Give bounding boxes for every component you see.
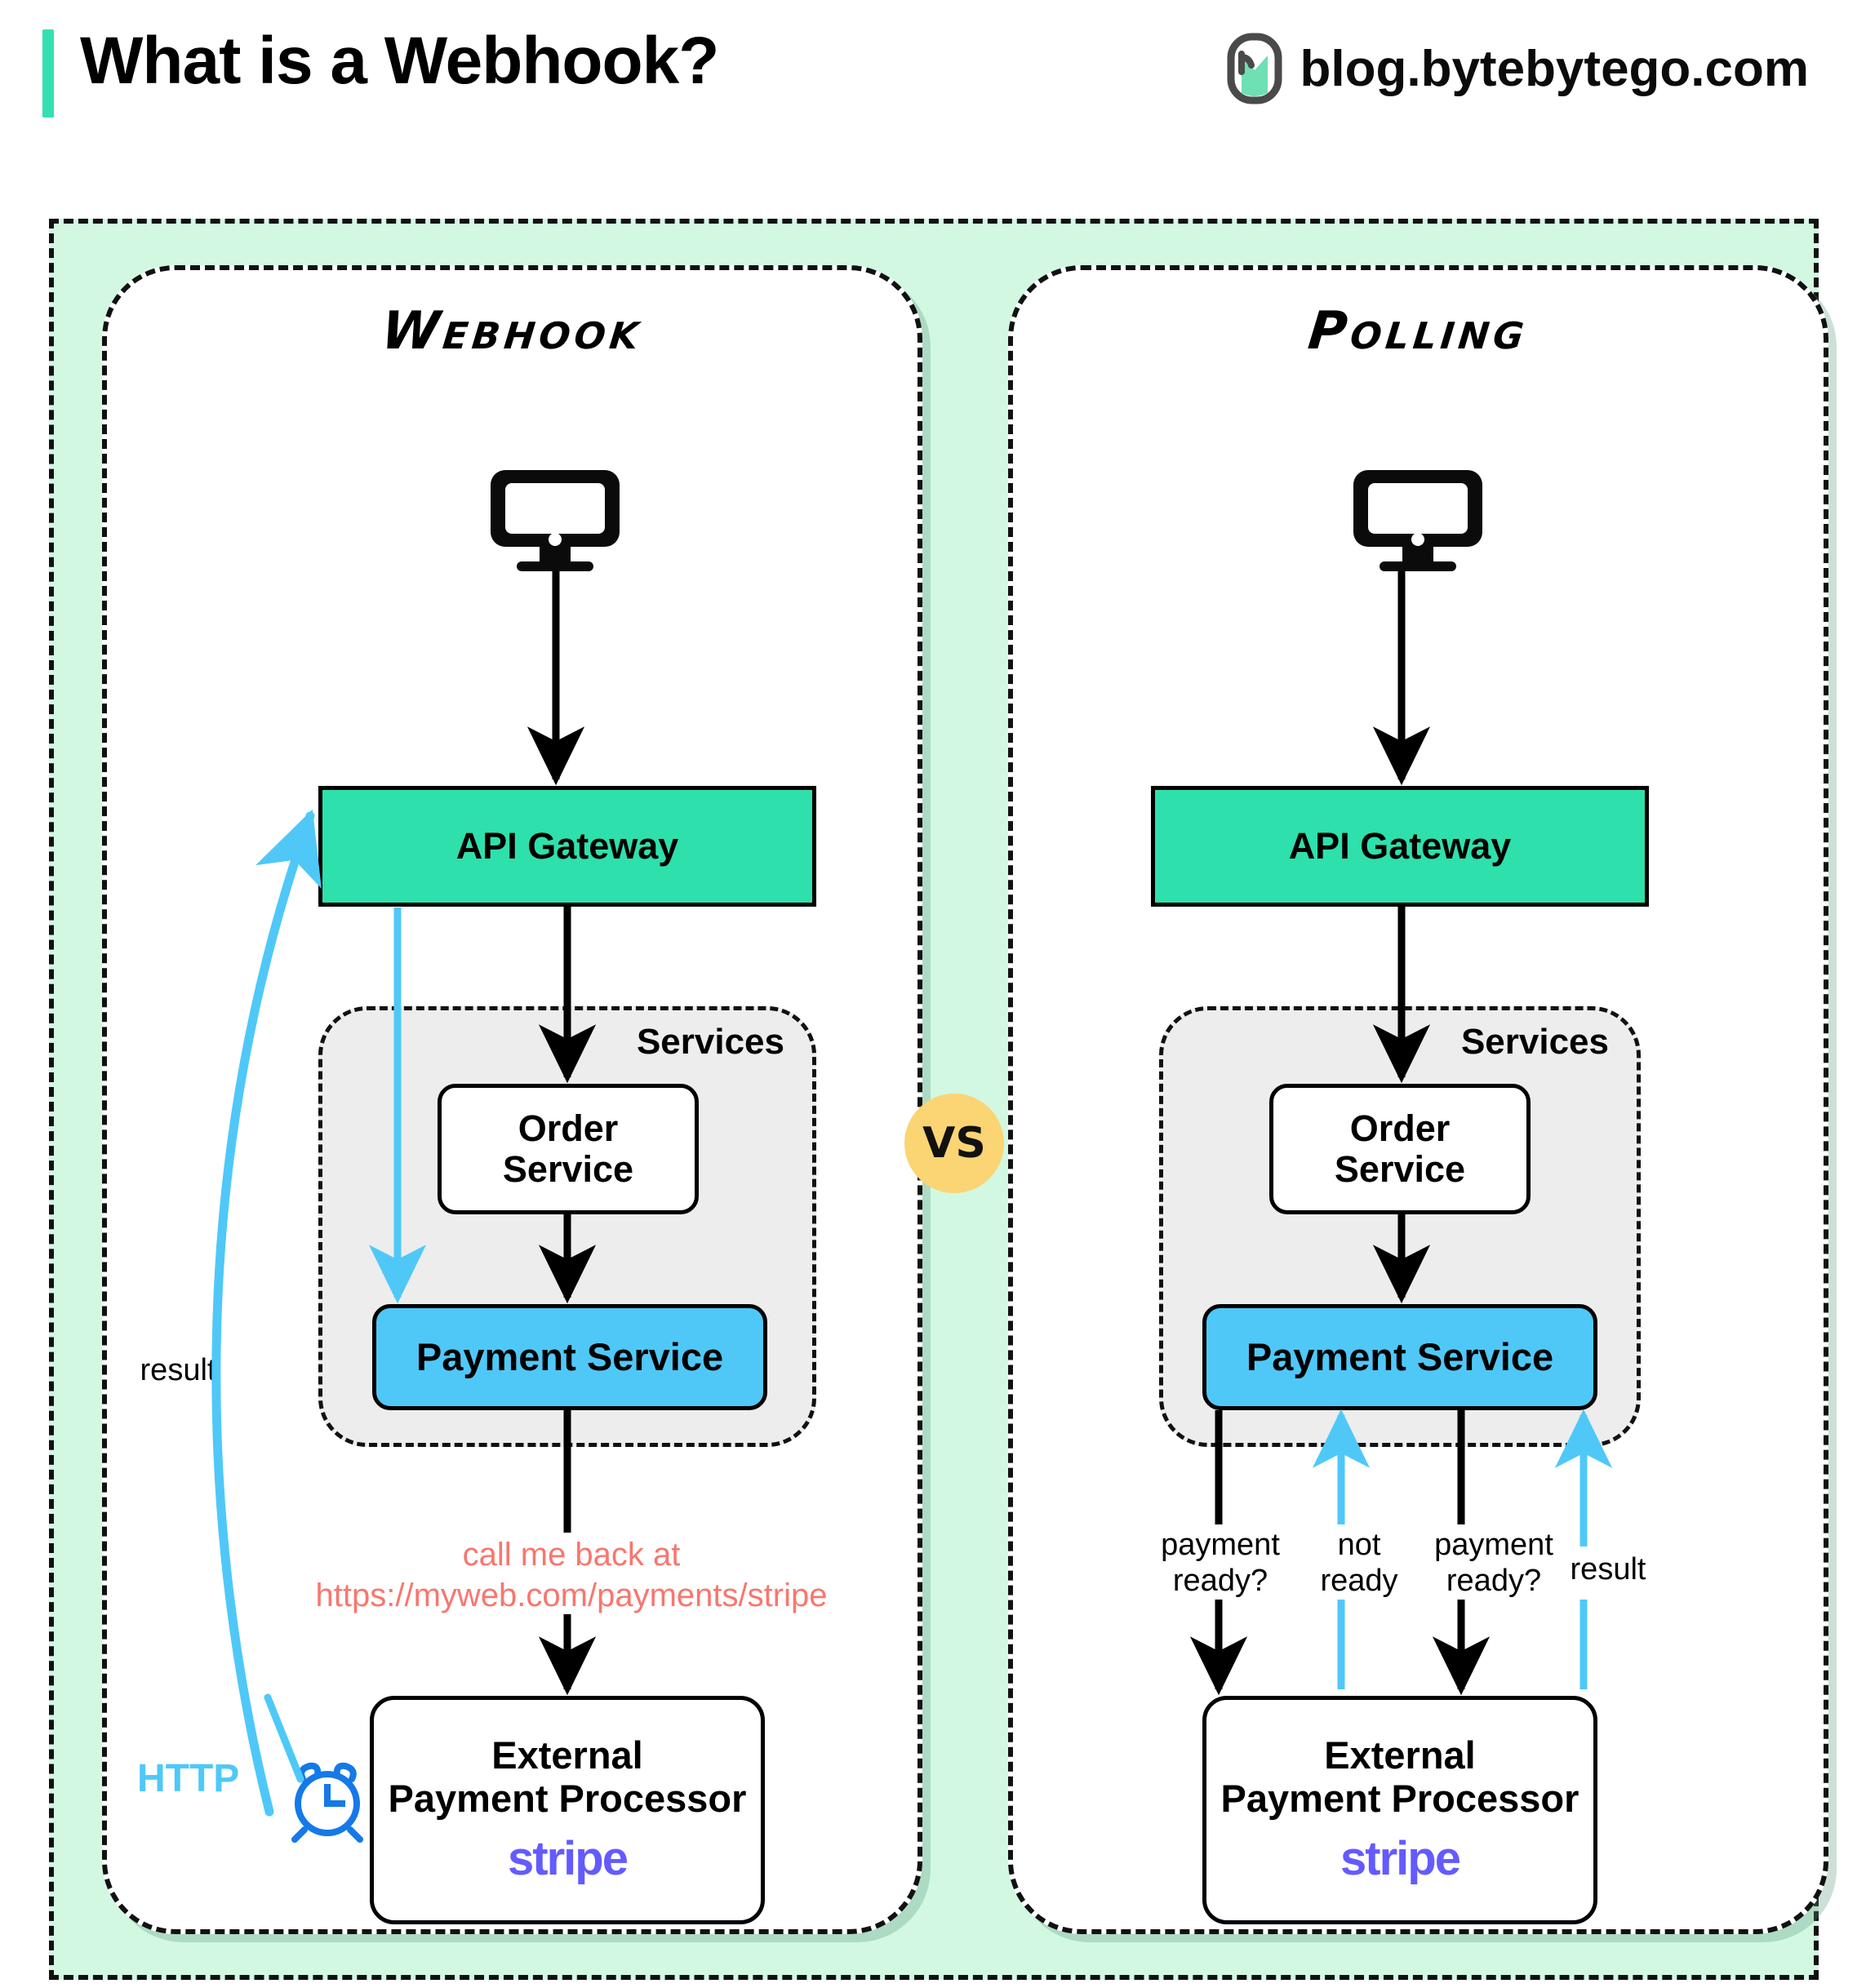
poll-label-0: payment ready? <box>1161 1528 1280 1598</box>
external-payment-processor-webhook[interactable]: External Payment Processor stripe <box>370 1696 765 1924</box>
callback-note-line2: https://myweb.com/payments/stripe <box>315 1578 828 1613</box>
brand-name: blog.bytebytego.com <box>1300 40 1809 97</box>
panel-webhook-title: Webhook <box>378 301 646 362</box>
vs-badge-label: VS <box>922 1119 986 1168</box>
vs-badge: VS <box>904 1094 1004 1193</box>
processor-webhook-line2: Payment Processor <box>388 1776 747 1820</box>
bytebytego-logo-icon <box>1227 33 1282 104</box>
poll-label-1: not ready <box>1320 1528 1398 1598</box>
poll-label-2: payment ready? <box>1434 1528 1553 1598</box>
order-service-webhook[interactable]: Order Service <box>438 1084 699 1214</box>
api-gateway-webhook[interactable]: API Gateway <box>318 786 816 907</box>
payment-service-webhook[interactable]: Payment Service <box>372 1304 767 1410</box>
title-accent-bar <box>42 29 54 118</box>
api-gateway-polling[interactable]: API Gateway <box>1151 786 1649 907</box>
panel-polling-title: Polling <box>1305 301 1531 362</box>
processor-webhook-line1: External <box>491 1733 643 1777</box>
brand-block: blog.bytebytego.com <box>1227 33 1809 104</box>
monitor-icon <box>1353 470 1482 571</box>
stripe-logo-polling: stripe <box>1340 1832 1461 1886</box>
order-service-polling-line1: Order <box>1349 1107 1451 1149</box>
callback-note-webhook: call me back at https://myweb.com/paymen… <box>269 1534 873 1616</box>
callback-note-line1: call me back at <box>462 1537 681 1573</box>
processor-polling-line2: Payment Processor <box>1220 1776 1579 1820</box>
external-payment-processor-polling[interactable]: External Payment Processor stripe <box>1202 1696 1597 1924</box>
services-label-webhook: Services <box>636 1022 784 1062</box>
processor-polling-line1: External <box>1324 1733 1476 1777</box>
order-service-webhook-line2: Service <box>502 1148 634 1190</box>
page-header: What is a Webhook? blog.bytebytego.com <box>0 0 1866 220</box>
poll-label-3: result <box>1570 1552 1646 1586</box>
stripe-logo-webhook: stripe <box>508 1832 629 1886</box>
payment-service-polling-label: Payment Service <box>1246 1334 1554 1378</box>
page-title: What is a Webhook? <box>80 24 719 98</box>
api-gateway-webhook-label: API Gateway <box>455 824 679 867</box>
order-service-webhook-line1: Order <box>518 1107 619 1149</box>
monitor-icon <box>491 470 620 571</box>
services-label-polling: Services <box>1460 1022 1609 1062</box>
alarm-clock-icon <box>291 1762 363 1843</box>
result-label-webhook: result <box>140 1353 216 1387</box>
api-gateway-polling-label: API Gateway <box>1288 824 1512 867</box>
http-label-webhook: HTTP <box>137 1757 240 1800</box>
order-service-polling[interactable]: Order Service <box>1269 1084 1531 1214</box>
payment-service-webhook-label: Payment Service <box>415 1334 724 1378</box>
order-service-polling-line2: Service <box>1334 1148 1466 1190</box>
payment-service-polling[interactable]: Payment Service <box>1202 1304 1597 1410</box>
